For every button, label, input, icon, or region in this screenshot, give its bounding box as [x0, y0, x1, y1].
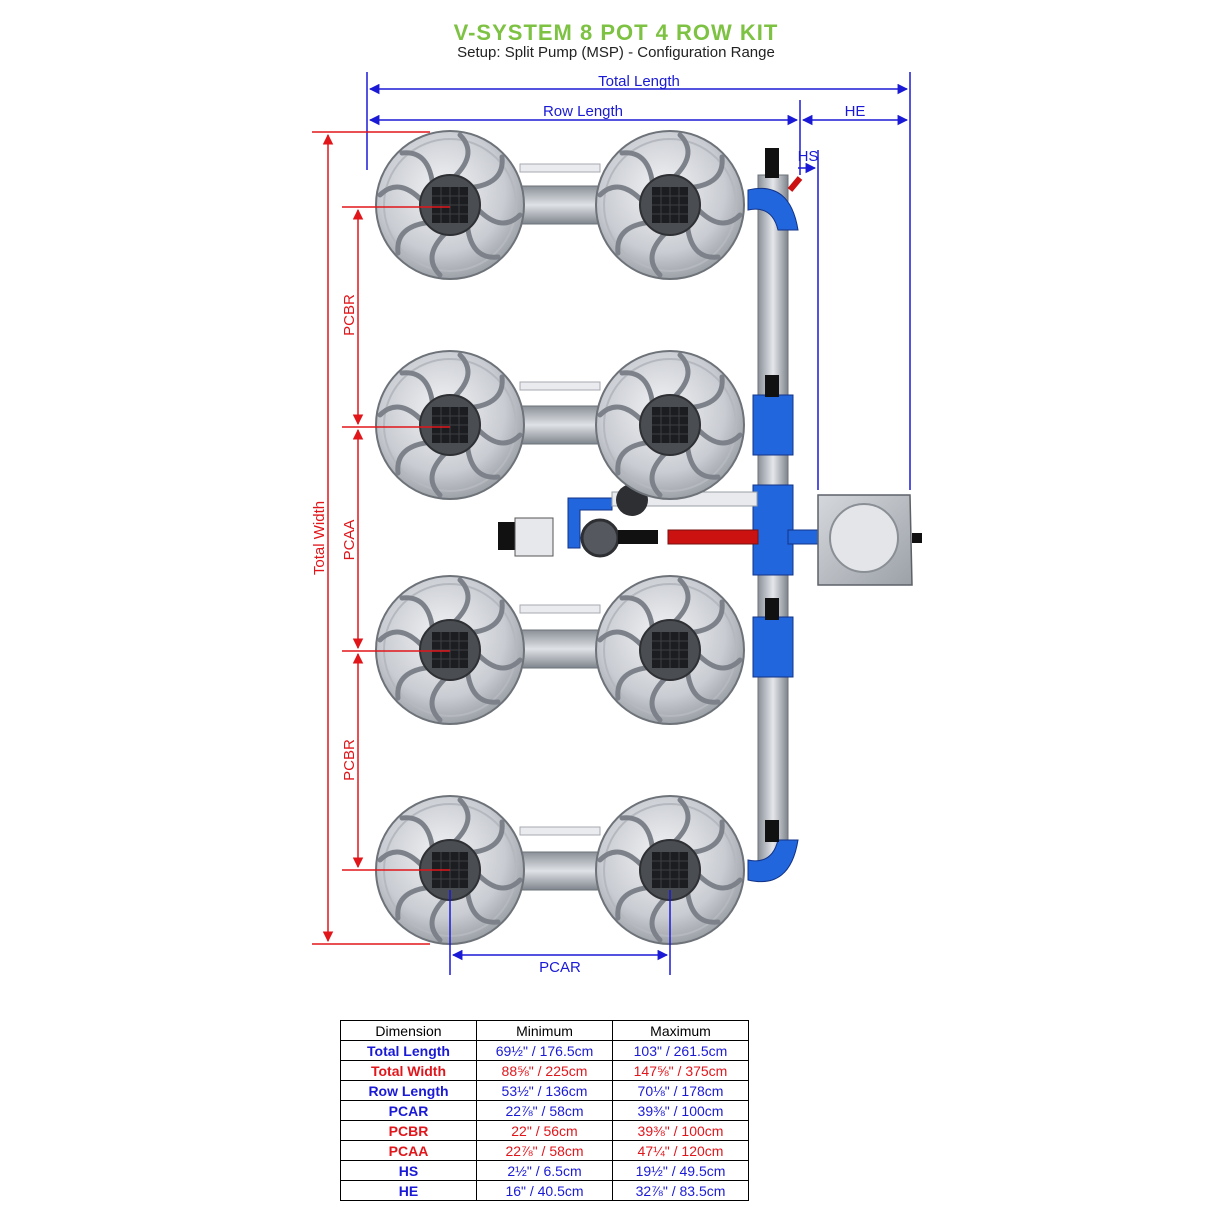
row-min: 2½" / 6.5cm: [476, 1160, 613, 1181]
row-max: 103" / 261.5cm: [612, 1040, 749, 1061]
blue-dimensions: [366, 72, 911, 975]
red-dimensions: [312, 131, 450, 945]
row-max: 70⅛" / 178cm: [612, 1080, 749, 1101]
pot-r3-a: [376, 576, 524, 724]
row-max: 39⅜" / 100cm: [612, 1100, 749, 1121]
row-name: PCAA: [340, 1140, 477, 1161]
page-subtitle: Setup: Split Pump (MSP) - Configuration …: [457, 44, 775, 61]
row-max: 147⅝" / 375cm: [612, 1060, 749, 1081]
row-name: PCAR: [340, 1100, 477, 1121]
label-he: HE: [845, 103, 866, 120]
row-name: PCBR: [340, 1120, 477, 1141]
vertical-manifold: [747, 148, 803, 883]
pot-r2-b: [596, 351, 744, 499]
row-min: 53½" / 136cm: [476, 1080, 613, 1101]
pot-r1-b: [596, 131, 744, 279]
pot-r2-a: [376, 351, 524, 499]
table-row: PCAA 22⅞" / 58cm 47¼" / 120cm: [340, 1140, 749, 1161]
dimension-table: Dimension Minimum Maximum Total Length 6…: [340, 1020, 749, 1201]
pot-r3-b: [596, 576, 744, 724]
row-max: 47¼" / 120cm: [612, 1140, 749, 1161]
table-row: Total Length 69½" / 176.5cm 103" / 261.5…: [340, 1040, 749, 1061]
table-row: HS 2½" / 6.5cm 19½" / 49.5cm: [340, 1160, 749, 1181]
row-min: 69½" / 176.5cm: [476, 1040, 613, 1061]
row-min: 88⅝" / 225cm: [476, 1060, 613, 1081]
table-row: HE 16" / 40.5cm 32⅞" / 83.5cm: [340, 1180, 749, 1201]
label-hs: HS: [798, 148, 819, 165]
label-total-width: Total Width: [311, 501, 328, 575]
label-pcar: PCAR: [539, 959, 581, 976]
row-min: 16" / 40.5cm: [476, 1180, 613, 1201]
row-min: 22" / 56cm: [476, 1120, 613, 1141]
row-max: 19½" / 49.5cm: [612, 1160, 749, 1181]
row-name: Total Width: [340, 1060, 477, 1081]
table-header-maximum: Maximum: [612, 1020, 749, 1041]
table-header-dimension: Dimension: [340, 1020, 477, 1041]
reservoir-tank: [817, 494, 922, 586]
row-max: 32⅞" / 83.5cm: [612, 1180, 749, 1201]
table-header-minimum: Minimum: [476, 1020, 613, 1041]
table-row: PCBR 22" / 56cm 39⅜" / 100cm: [340, 1120, 749, 1141]
label-row-length: Row Length: [543, 103, 623, 120]
page-title: V-SYSTEM 8 POT 4 ROW KIT: [453, 20, 779, 45]
row-name: HS: [340, 1160, 477, 1181]
table-row: Row Length 53½" / 136cm 70⅛" / 178cm: [340, 1080, 749, 1101]
row-min: 22⅞" / 58cm: [476, 1100, 613, 1121]
row-name: Total Length: [340, 1040, 477, 1061]
row-name: HE: [340, 1180, 477, 1201]
row-name: Row Length: [340, 1080, 477, 1101]
table-header-row: Dimension Minimum Maximum: [340, 1020, 749, 1041]
row-max: 39⅜" / 100cm: [612, 1120, 749, 1141]
label-pcbr-bottom: PCBR: [341, 739, 358, 781]
system-diagram: Total Length Row Length HE HS PCAR PCBR …: [311, 72, 922, 976]
row-min: 22⅞" / 58cm: [476, 1140, 613, 1161]
label-total-length: Total Length: [598, 73, 680, 90]
label-pcaa: PCAA: [341, 520, 358, 561]
table-row: PCAR 22⅞" / 58cm 39⅜" / 100cm: [340, 1100, 749, 1121]
table-row: Total Width 88⅝" / 225cm 147⅝" / 375cm: [340, 1060, 749, 1081]
pot-r1-a: [376, 131, 524, 279]
label-pcbr-top: PCBR: [341, 294, 358, 336]
